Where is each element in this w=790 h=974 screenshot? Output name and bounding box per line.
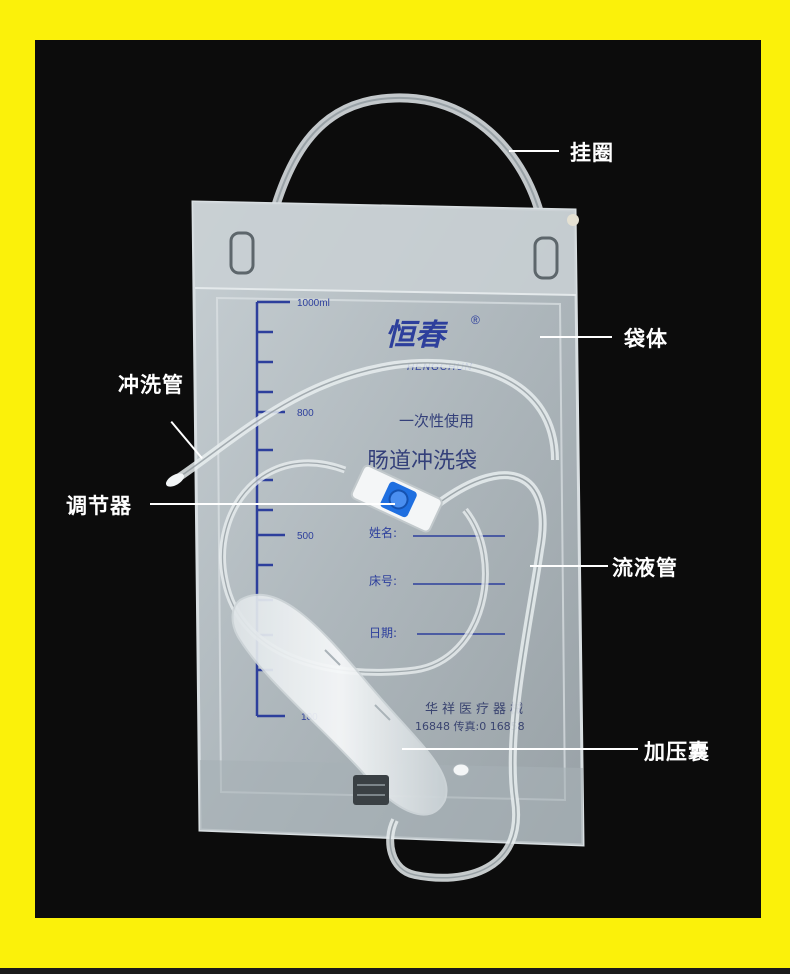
callout-flush-tube: 冲洗管	[118, 373, 184, 397]
maker-text: 华祥医疗器械	[425, 702, 527, 717]
callout-hanging-loop: 挂圈	[570, 141, 614, 165]
callout-drain-tube: 流液管	[612, 556, 678, 580]
regulator-clamp	[350, 464, 443, 533]
phone-text: 16848 传真:0 16858	[415, 719, 525, 733]
enema-bag-illustration: 1000ml 800 500 100 恒春 ® HENGCHUN 一次性使用 肠…	[165, 93, 585, 882]
bottom-rule	[0, 968, 790, 974]
product-photo: 1000ml 800 500 100 恒春 ® HENGCHUN 一次性使用 肠…	[35, 40, 761, 918]
brand-name: 恒春	[385, 318, 449, 353]
scale-800: 800	[297, 408, 314, 419]
leader-hanging-loop	[509, 150, 559, 152]
brand-registered-mark: ®	[471, 313, 480, 327]
pressure-bulb	[231, 593, 470, 816]
callout-regulator: 调节器	[66, 494, 132, 518]
leader-bag-body	[540, 336, 612, 338]
field-date: 日期:	[369, 626, 397, 640]
field-name: 姓名:	[369, 525, 397, 540]
brand-pinyin: HENGCHUN	[407, 362, 473, 373]
product-line-1: 一次性使用	[399, 412, 474, 430]
callout-bag-body: 袋体	[624, 327, 668, 351]
field-bed: 床号:	[369, 574, 397, 588]
product-line-2: 肠道冲洗袋	[367, 449, 477, 474]
leader-regulator	[150, 503, 395, 505]
scale-500: 500	[297, 531, 314, 542]
leader-drain-tube	[530, 565, 608, 567]
leader-pressure-bulb	[402, 748, 638, 750]
callout-pressure-bulb: 加压囊	[644, 740, 710, 764]
scale-1000ml: 1000ml	[297, 298, 330, 309]
